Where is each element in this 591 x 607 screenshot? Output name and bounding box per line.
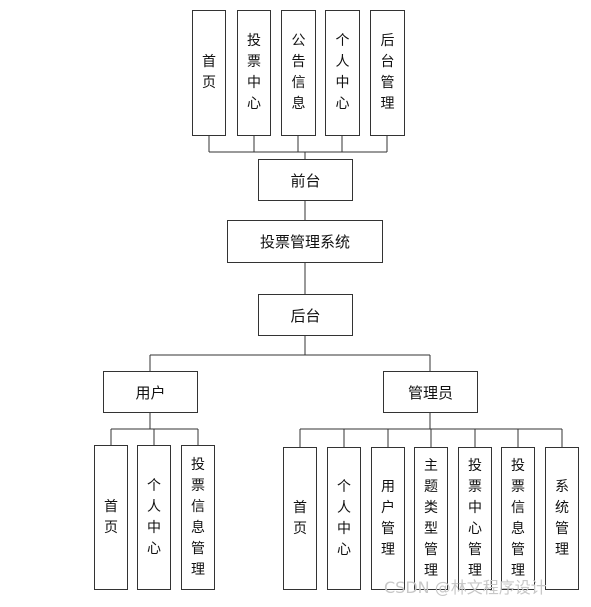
admin-item-user-manage: 用 户 管 理 bbox=[371, 447, 405, 590]
back-node-label: 后台 bbox=[290, 306, 321, 325]
admin-item-home-label: 首 页 bbox=[293, 499, 307, 537]
admin-item-vote-info-manage-label: 投 票 信 息 管 理 bbox=[511, 457, 525, 579]
system-node-label: 投票管理系统 bbox=[259, 233, 350, 251]
user-node-label: 用户 bbox=[135, 383, 166, 402]
front-item-personal-center-label: 个 人 中 心 bbox=[335, 33, 350, 112]
front-item-home-label: 首 页 bbox=[202, 54, 216, 91]
front-item-vote-center: 投 票 中 心 bbox=[237, 10, 271, 136]
admin-node: 管理员 bbox=[383, 371, 478, 413]
user-item-personal-center-label: 个 人 中 心 bbox=[147, 477, 161, 557]
admin-item-vote-info-manage: 投 票 信 息 管 理 bbox=[501, 447, 535, 590]
admin-item-personal-center-label: 个 人 中 心 bbox=[337, 478, 351, 558]
front-item-notice: 公 告 信 息 bbox=[281, 10, 316, 136]
front-item-home: 首 页 bbox=[192, 10, 226, 136]
admin-item-user-manage-label: 用 户 管 理 bbox=[381, 478, 395, 558]
user-item-personal-center: 个 人 中 心 bbox=[137, 445, 171, 590]
front-node-label: 前台 bbox=[290, 171, 321, 190]
front-item-backend-label: 后 台 管 理 bbox=[380, 33, 395, 112]
front-item-personal-center: 个 人 中 心 bbox=[325, 10, 360, 136]
back-node: 后台 bbox=[258, 294, 353, 336]
admin-item-topic-type-manage: 主 题 类 型 管 理 bbox=[414, 447, 448, 590]
admin-item-topic-type-manage-label: 主 题 类 型 管 理 bbox=[424, 457, 438, 579]
user-item-vote-info: 投 票 信 息 管 理 bbox=[181, 445, 215, 590]
user-item-home: 首 页 bbox=[94, 445, 128, 590]
front-item-backend: 后 台 管 理 bbox=[370, 10, 405, 136]
admin-item-system-manage: 系 统 管 理 bbox=[545, 447, 579, 590]
admin-item-system-manage-label: 系 统 管 理 bbox=[555, 478, 569, 558]
front-node: 前台 bbox=[258, 159, 353, 201]
admin-item-home: 首 页 bbox=[283, 447, 317, 590]
admin-item-personal-center: 个 人 中 心 bbox=[327, 447, 361, 590]
system-node: 投票管理系统 bbox=[227, 220, 383, 263]
admin-item-vote-center-manage: 投 票 中 心 管 理 bbox=[458, 447, 492, 590]
front-item-notice-label: 公 告 信 息 bbox=[291, 33, 306, 112]
user-node: 用户 bbox=[103, 371, 198, 413]
front-item-vote-center-label: 投 票 中 心 bbox=[247, 33, 261, 112]
admin-node-label: 管理员 bbox=[407, 383, 453, 402]
admin-item-vote-center-manage-label: 投 票 中 心 管 理 bbox=[468, 457, 482, 579]
user-item-home-label: 首 页 bbox=[104, 498, 118, 536]
watermark: CSDN @林文程序设计 bbox=[384, 578, 547, 597]
user-item-vote-info-label: 投 票 信 息 管 理 bbox=[191, 456, 205, 578]
